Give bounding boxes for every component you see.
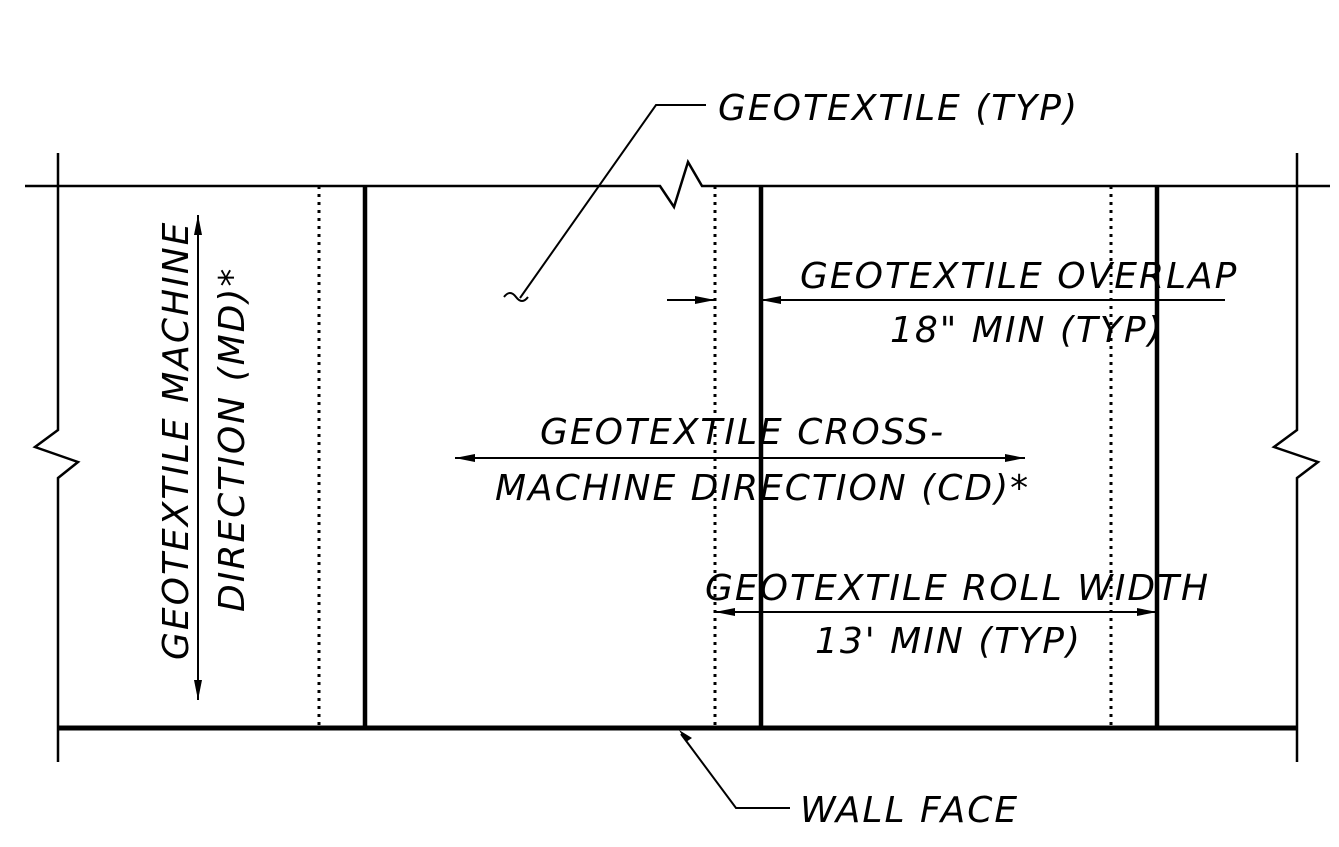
wall-face-arrowhead xyxy=(679,730,692,742)
machine-direction-label-line2: DIRECTION (MD)* xyxy=(212,267,253,612)
wall-face-leader xyxy=(680,733,790,809)
cross-direction-label-line1: GEOTEXTILE CROSS- xyxy=(540,412,945,453)
geotextile-leader xyxy=(519,104,706,299)
overlap-label-line2: 18" MIN (TYP) xyxy=(890,310,1164,351)
top-boundary-line xyxy=(25,158,1330,210)
geotextile-typ-label: GEOTEXTILE (TYP) xyxy=(718,88,1079,129)
machine-direction-label-line1: GEOTEXTILE MACHINE xyxy=(156,221,197,660)
cross-direction-label-line2: MACHINE DIRECTION (CD)* xyxy=(495,468,1030,509)
left-edge-break xyxy=(32,153,81,762)
roll-width-label-line1: GEOTEXTILE ROLL WIDTH xyxy=(705,568,1210,609)
roll-width-label-line2: 13' MIN (TYP) xyxy=(815,621,1082,662)
wall-face-label: WALL FACE xyxy=(800,790,1019,831)
right-edge-break xyxy=(1271,153,1321,762)
leader-tilde-icon xyxy=(503,292,529,302)
overlap-label-line1: GEOTEXTILE OVERLAP xyxy=(800,256,1238,297)
